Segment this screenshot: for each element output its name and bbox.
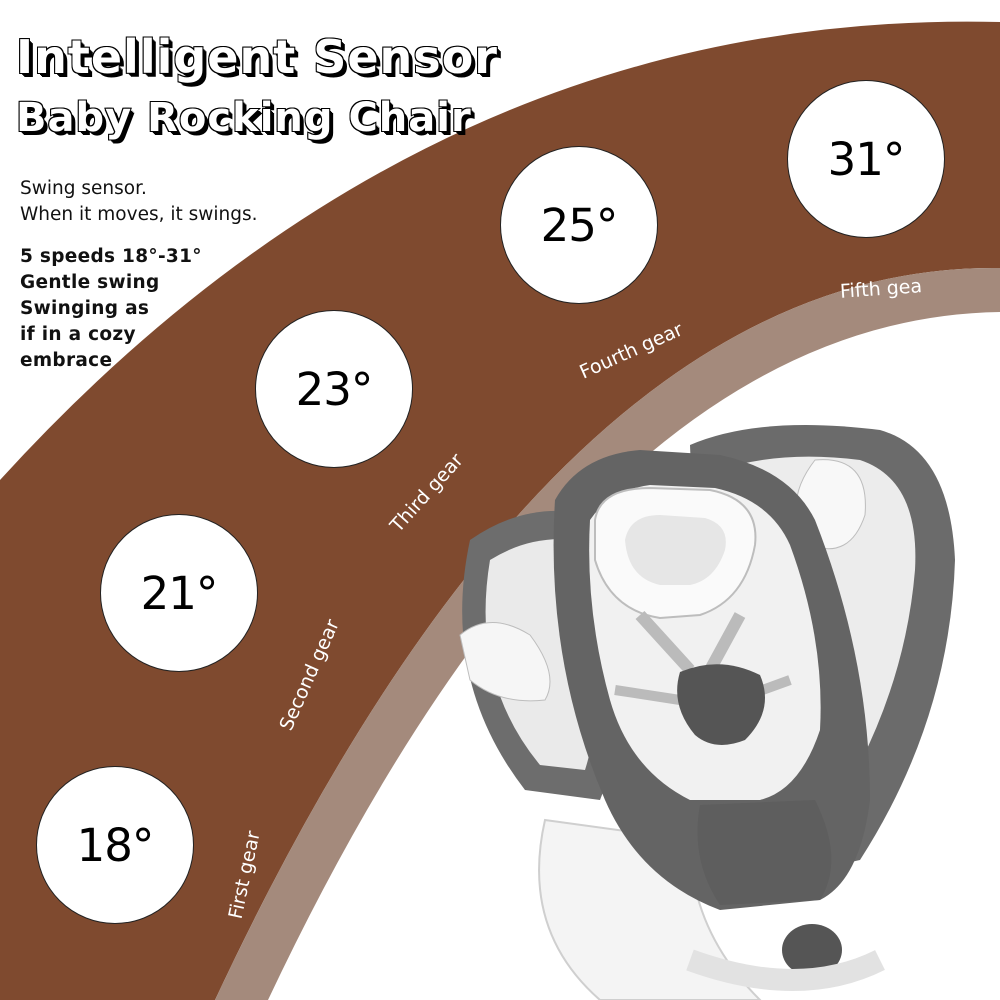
angle-badge-fourth: 25°	[500, 146, 658, 304]
description-line: When it moves, it swings.	[20, 204, 258, 225]
angle-badge-second: 21°	[100, 514, 258, 672]
feature-line: if in a cozy	[20, 324, 136, 345]
feature-line: Swinging as	[20, 298, 150, 319]
feature-line: Gentle swing	[20, 272, 160, 293]
outer-arc-band	[0, 21, 1000, 1000]
feature-list: 5 speeds 18°-31° Gentle swing Swinging a…	[20, 244, 202, 374]
sensor-description: Swing sensor. When it moves, it swings.	[20, 176, 258, 228]
rocking-chair-illustration	[459, 425, 955, 1000]
feature-line: embrace	[20, 350, 113, 371]
headline-line-2: Baby Rocking Chair	[15, 95, 472, 141]
angle-badge-third: 23°	[255, 310, 413, 468]
feature-line: 5 speeds 18°-31°	[20, 246, 202, 267]
gear-arc-band	[215, 267, 1000, 1000]
description-line: Swing sensor.	[20, 178, 147, 199]
headline-line-1: Intelligent Sensor	[15, 30, 498, 84]
angle-badge-first: 18°	[36, 766, 194, 924]
angle-badge-fifth: 31°	[787, 80, 945, 238]
